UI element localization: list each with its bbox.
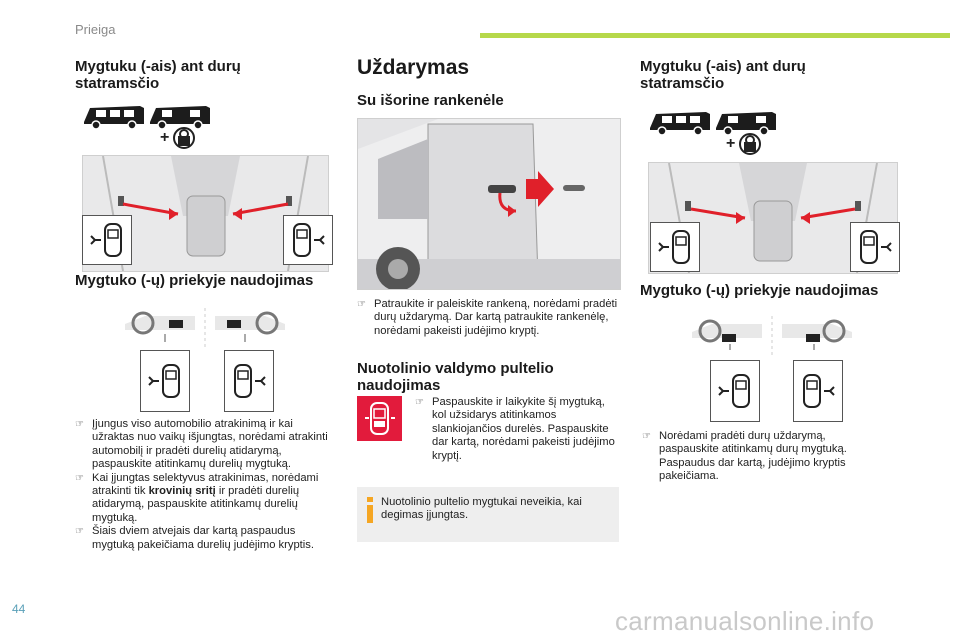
steering-wheel-icon <box>692 319 762 350</box>
sliding-door-button-icon <box>793 360 843 422</box>
front-buttons-illustration <box>125 308 285 348</box>
sliding-door-button-icon <box>710 360 760 422</box>
sliding-door-button-icon <box>82 215 132 265</box>
middle-bullet-2: ☞Paspauskite ir laikykite šį mygtuką, ko… <box>415 396 615 463</box>
sliding-door-button-icon <box>224 350 274 412</box>
svg-text:+: + <box>726 135 735 152</box>
bullet-marker-icon: ☞ <box>642 431 651 442</box>
watermark: carmanualsonline.info <box>615 606 875 636</box>
right-title: Mygtuku (-ais) ant durų statramsčio <box>640 58 806 92</box>
van-icon <box>84 106 144 130</box>
bold-term: krovinių sritį <box>148 485 216 498</box>
right-bullet: ☞Norėdami pradėti durų uždarymą, paspaus… <box>642 430 882 484</box>
steering-wheel-icon <box>125 311 195 342</box>
van-icon <box>650 112 710 136</box>
info-text: Nuotolinio pultelio mygtukai neveikia, k… <box>381 496 582 522</box>
list-item: ☞Paspauskite ir laikykite šį mygtuką, ko… <box>415 396 615 462</box>
bullet-marker-icon: ☞ <box>75 472 84 484</box>
van-illustrations: + <box>648 104 848 159</box>
middle-subtitle-1: Su išorine rankenėle <box>357 92 504 109</box>
svg-text:+: + <box>160 129 169 146</box>
left-subtitle: Mygtuko (-ų) priekyje naudojimas <box>75 272 314 289</box>
list-item: ☞Patraukite ir paleiskite rankeną, norėd… <box>357 298 618 337</box>
section-accent-bar <box>480 33 950 38</box>
van-icon <box>150 106 210 130</box>
right-subtitle: Mygtuko (-ų) priekyje naudojimas <box>640 282 879 299</box>
middle-subtitle-2: Nuotolinio valdymo pultelio naudojimas <box>357 360 554 394</box>
sliding-door-button-icon <box>650 222 700 272</box>
steering-wheel-icon <box>782 319 852 350</box>
van-icon <box>716 112 776 136</box>
steering-wheel-icon <box>215 311 285 342</box>
child-lock-icon: + <box>160 127 195 149</box>
bullet-marker-icon: ☞ <box>75 526 84 538</box>
bullet-marker-icon: ☞ <box>415 397 424 408</box>
list-item: ☞Šiais dviem atvejais dar kartą paspaudu… <box>75 525 314 551</box>
sliding-door-button-icon <box>140 350 190 412</box>
list-item: ☞Norėdami pradėti durų uždarymą, paspaus… <box>642 430 847 483</box>
info-box: Nuotolinio pultelio mygtukai neveikia, k… <box>357 487 619 542</box>
left-bullet-list: ☞Įjungus viso automobilio atrakinimą ir … <box>75 418 330 552</box>
info-icon <box>367 497 373 523</box>
sliding-door-button-icon <box>283 215 333 265</box>
bullet-marker-icon: ☞ <box>75 419 84 430</box>
front-buttons-illustration <box>692 316 852 356</box>
sliding-door-button-icon <box>850 222 900 272</box>
list-item: ☞Įjungus viso automobilio atrakinimą ir … <box>75 418 328 471</box>
middle-title: Uždarymas <box>357 56 470 79</box>
exterior-handle-photo <box>357 118 621 290</box>
van-illustrations: + <box>82 98 282 153</box>
middle-bullet-1: ☞Patraukite ir paleiskite rankeną, norėd… <box>357 298 619 338</box>
list-item: ☞Kai įjungtas selektyvus atrakinimas, no… <box>75 471 319 524</box>
bullet-marker-icon: ☞ <box>357 299 366 310</box>
section-title: Prieiga <box>75 22 116 37</box>
child-lock-icon: + <box>726 133 761 155</box>
left-title: Mygtuku (-ais) ant durų statramsčio <box>75 58 241 92</box>
remote-door-icon <box>357 396 402 441</box>
page-number: 44 <box>12 602 26 616</box>
